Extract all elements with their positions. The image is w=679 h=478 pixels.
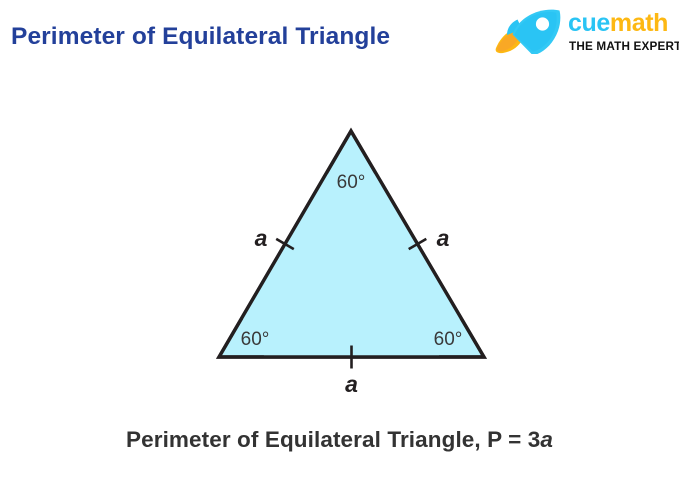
tick-mark-left-side	[275, 237, 295, 251]
logo-wordmark: cuemath	[568, 11, 668, 36]
figure-caption: Perimeter of Equilateral Triangle, P = 3…	[0, 427, 679, 453]
side-label-bottom: a	[345, 371, 358, 397]
angle-label-bottom-left: 60°	[241, 329, 270, 350]
rocket-icon	[495, 9, 561, 54]
caption-variable: a	[540, 427, 553, 452]
page-title: Perimeter of Equilateral Triangle	[11, 23, 391, 50]
cuemath-logo: cuemath THE MATH EXPERT	[488, 6, 679, 56]
logo-word-cue: cue	[568, 9, 610, 37]
tick-mark-right-side	[408, 237, 427, 251]
angle-label-apex: 60°	[337, 172, 366, 193]
triangle-fill	[219, 131, 484, 357]
logo-tagline: THE MATH EXPERT	[569, 39, 679, 53]
side-label-left: a	[255, 225, 268, 251]
side-label-right: a	[437, 225, 450, 251]
angle-label-bottom-right: 60°	[434, 329, 463, 350]
caption-text: Perimeter of Equilateral Triangle, P = 3	[126, 427, 541, 452]
logo-word-math: math	[609, 9, 669, 37]
